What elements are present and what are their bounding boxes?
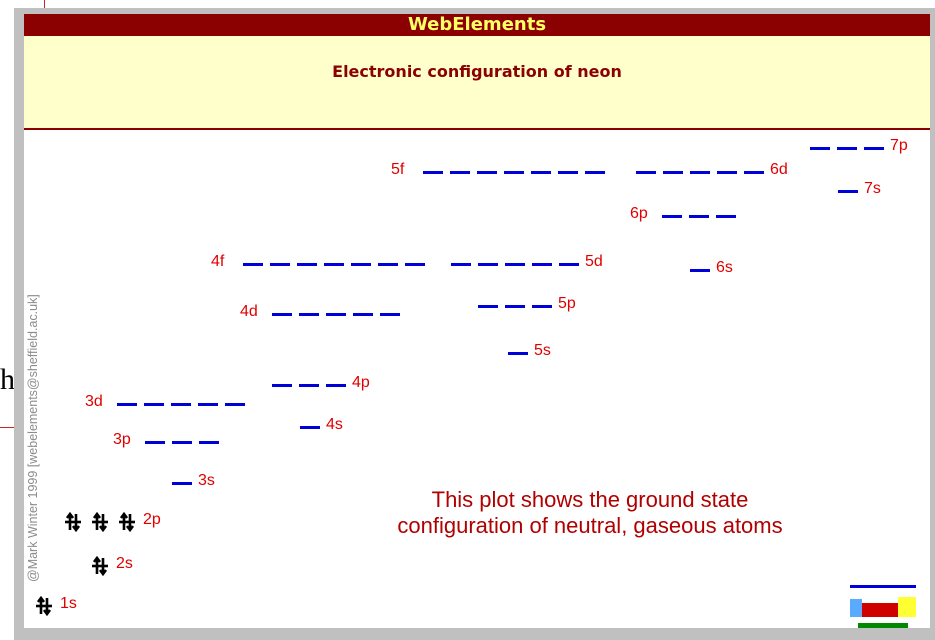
orbital-level-5d (532, 263, 552, 266)
orbital-label-7p: 7p (890, 137, 908, 154)
page-title: Electronic configuration of neon (332, 62, 622, 81)
orbital-level-3d (144, 403, 164, 406)
orbital-label-3s: 3s (198, 472, 215, 489)
orbital-level-3s (172, 482, 192, 485)
orbital-level-5f (423, 171, 443, 174)
orbital-level-7p (837, 147, 857, 150)
orbital-diagram (24, 130, 930, 628)
orbital-level-4f (351, 263, 371, 266)
orbital-level-4p (326, 384, 346, 387)
orbital-level-4p (299, 384, 319, 387)
orbital-level-5p (505, 305, 525, 308)
window-title: WebElements (24, 14, 930, 36)
orbital-level-6d (690, 171, 710, 174)
orbital-level-4f (297, 263, 317, 266)
orbital-label-4d: 4d (240, 303, 258, 320)
orbital-level-6s (690, 269, 710, 272)
orbital-level-5f (450, 171, 470, 174)
orbital-level-7s (838, 190, 858, 193)
electron-pair-2s (92, 556, 108, 576)
orbital-level-7p (864, 147, 884, 150)
orbital-level-5d (559, 263, 579, 266)
plot-note-line-2: configuration of neutral, gaseous atoms (397, 513, 783, 538)
orbital-level-5s (508, 352, 528, 355)
orbital-level-4d (299, 313, 319, 316)
plot-note: This plot shows the ground state configu… (290, 487, 890, 539)
copyright-credit: @Mark Winter 1999 [webelements@sheffield… (26, 294, 40, 582)
orbital-level-4f (270, 263, 290, 266)
orbital-level-4p (272, 384, 292, 387)
orbital-level-6p (689, 215, 709, 218)
orbital-level-3p (172, 441, 192, 444)
orbital-level-5d (505, 263, 525, 266)
orbital-level-3p (199, 441, 219, 444)
orbital-level-5p (532, 305, 552, 308)
orbital-label-5f: 5f (391, 161, 405, 178)
orbital-level-4f (243, 263, 263, 266)
electron-pair-2p (119, 512, 135, 532)
periodic-table-logo-icon (850, 585, 916, 628)
orbital-level-6d (717, 171, 737, 174)
orbital-label-6s: 6s (716, 259, 733, 276)
orbital-level-4d (380, 313, 400, 316)
orbital-label-5s: 5s (534, 342, 551, 359)
orbital-level-3p (145, 441, 165, 444)
page-header: Electronic configuration of neon (24, 36, 930, 130)
orbital-label-5d: 5d (585, 253, 603, 270)
plot-note-line-1: This plot shows the ground state (431, 487, 749, 512)
orbital-label-4f: 4f (211, 253, 225, 270)
orbital-level-4s (300, 426, 320, 429)
orbital-label-7s: 7s (864, 180, 881, 197)
orbital-label-3p: 3p (113, 431, 131, 448)
orbital-level-5d (451, 263, 471, 266)
orbital-level-4d (272, 313, 292, 316)
orbital-level-4f (405, 263, 425, 266)
orbital-level-4f (324, 263, 344, 266)
orbital-level-5p (478, 305, 498, 308)
orbital-level-3d (198, 403, 218, 406)
orbital-label-6d: 6d (770, 161, 788, 178)
orbital-level-5f (558, 171, 578, 174)
orbital-label-4s: 4s (326, 416, 343, 433)
orbital-label-2p: 2p (143, 511, 161, 528)
orbital-level-6d (636, 171, 656, 174)
orbital-level-5f (504, 171, 524, 174)
orbital-level-4d (326, 313, 346, 316)
electron-pair-2p (65, 512, 81, 532)
orbital-level-7p (810, 147, 830, 150)
orbital-level-6d (744, 171, 764, 174)
electron-pair-1s (36, 596, 52, 616)
orbital-level-5d (478, 263, 498, 266)
orbital-label-2s: 2s (116, 555, 133, 572)
orbital-level-6d (663, 171, 683, 174)
orbital-level-4d (353, 313, 373, 316)
orbital-level-4f (378, 263, 398, 266)
electron-pair-2p (92, 512, 108, 532)
orbital-label-5p: 5p (558, 295, 576, 312)
orbital-level-3d (117, 403, 137, 406)
orbital-level-5f (531, 171, 551, 174)
orbital-level-6p (716, 215, 736, 218)
orbital-level-5f (585, 171, 605, 174)
background-page-text: h (0, 363, 15, 396)
orbital-label-1s: 1s (60, 595, 77, 612)
orbital-level-3d (171, 403, 191, 406)
orbital-level-6p (662, 215, 682, 218)
orbital-level-5f (477, 171, 497, 174)
orbital-level-3d (225, 403, 245, 406)
orbital-label-4p: 4p (352, 374, 370, 391)
orbital-label-6p: 6p (630, 205, 648, 222)
orbital-label-3d: 3d (85, 393, 103, 410)
